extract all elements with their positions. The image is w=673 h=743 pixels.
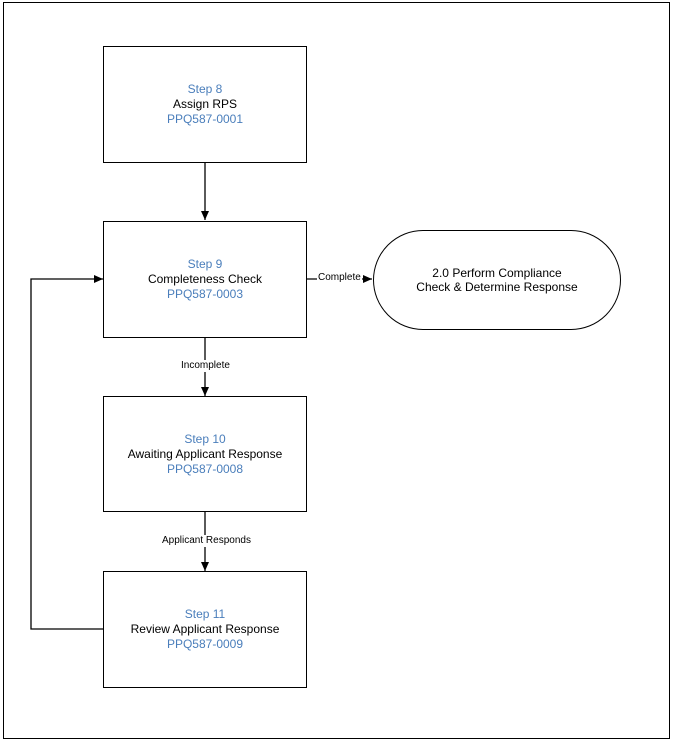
step-10-number: Step 10 xyxy=(184,431,226,446)
step-9-title: Completeness Check xyxy=(147,272,263,286)
step-11-title: Review Applicant Response xyxy=(130,622,280,636)
terminal-line-1: 2.0 Perform Compliance xyxy=(432,266,562,280)
step-11-code: PPQ587-0009 xyxy=(166,637,244,651)
step-9-code: PPQ587-0003 xyxy=(166,287,244,301)
step-8-number: Step 8 xyxy=(187,82,223,96)
edge-label-complete: Complete xyxy=(317,272,362,284)
terminal-line-2: Check & Determine Response xyxy=(416,280,578,294)
step-9-box[interactable]: Step 9 Completeness Check PPQ587-0003 xyxy=(103,221,307,338)
edge-label-incomplete: Incomplete xyxy=(180,360,231,372)
step-10-code: PPQ587-0008 xyxy=(166,461,244,476)
terminal-compliance-check[interactable]: 2.0 Perform Compliance Check & Determine… xyxy=(373,230,621,330)
edge-label-applicant-responds: Applicant Responds xyxy=(161,535,252,547)
step-10-title: Awaiting Applicant Response xyxy=(127,446,283,461)
step-11-box[interactable]: Step 11 Review Applicant Response PPQ587… xyxy=(103,571,307,688)
step-8-title: Assign RPS xyxy=(172,97,238,111)
step-8-code: PPQ587-0001 xyxy=(166,112,244,126)
step-8-box[interactable]: Step 8 Assign RPS PPQ587-0001 xyxy=(103,46,307,163)
step-10-box[interactable]: Step 10 Awaiting Applicant Response PPQ5… xyxy=(103,396,307,512)
step-9-number: Step 9 xyxy=(187,257,223,271)
diagram-frame xyxy=(3,2,670,739)
edge-step11-step9-loop xyxy=(30,275,103,630)
step-11-number: Step 11 xyxy=(184,607,226,621)
